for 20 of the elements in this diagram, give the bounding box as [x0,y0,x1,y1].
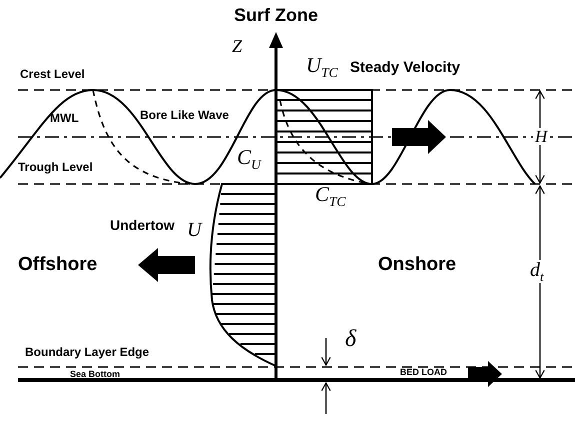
level-label: Boundary Layer Edge [25,346,150,358]
heading: Steady Velocity [350,60,460,75]
level-label: Trough Level [18,161,93,173]
heading: BED LOAD [400,368,447,377]
symbol-label: C$_{U}$ [237,147,261,172]
level-label: Sea Bottom [70,370,120,379]
heading: Undertow [110,218,175,232]
wave-label: Bore Like Wave [140,109,229,121]
symbol-label: U$_{TC}$ [306,55,338,80]
level-label: Crest Level [20,68,85,80]
dimension-label: d$_{t}$ [528,260,546,283]
level-label: MWL [50,112,79,124]
heading: Onshore [378,255,456,274]
title: Surf Zone [234,6,318,24]
dimension-label: δ [345,327,356,351]
symbol-label: U [187,220,202,240]
dimension-label: H [533,128,550,145]
symbol-label: C$_{TC}$ [315,184,346,209]
axis-label: Z [232,37,242,55]
heading: Offshore [18,255,98,274]
